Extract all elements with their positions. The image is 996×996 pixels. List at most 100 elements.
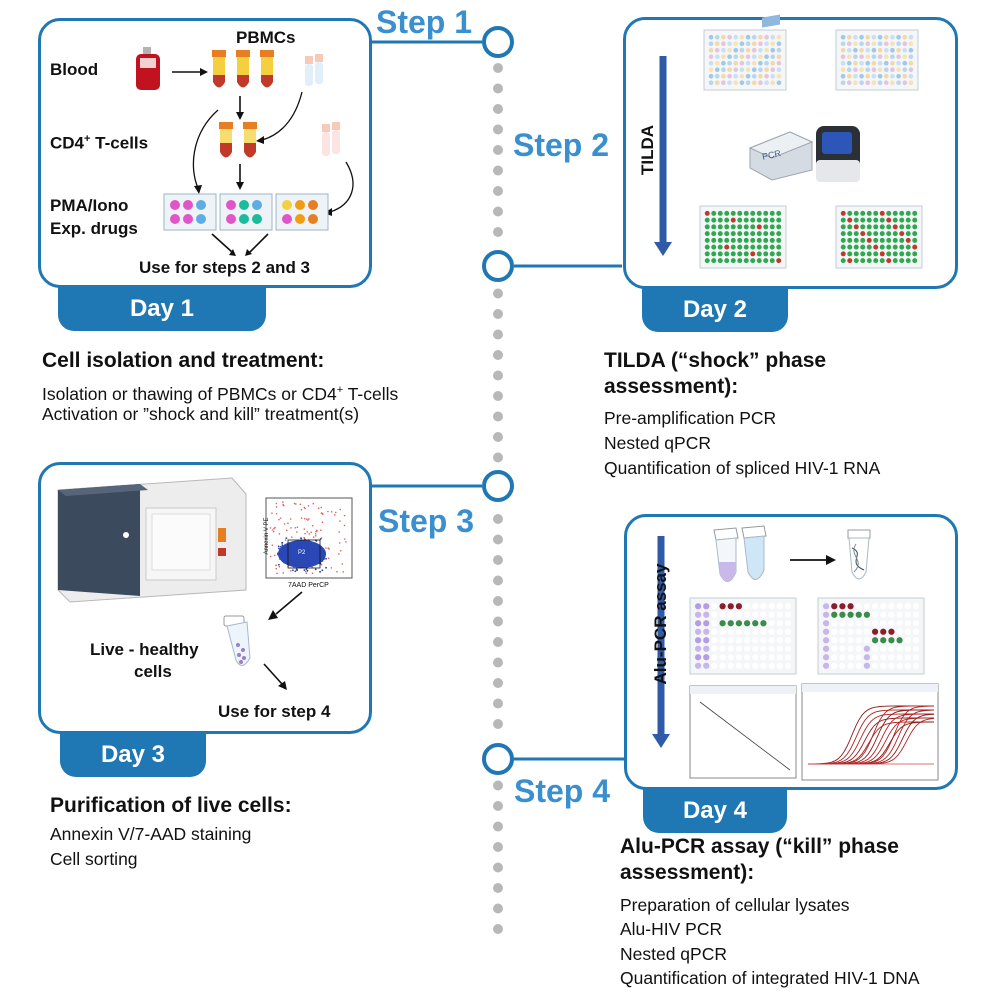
timeline-dot (493, 637, 503, 647)
timeline-dot (493, 288, 503, 299)
day1-title: Cell isolation and treatment: (42, 349, 325, 372)
timeline-dot (493, 391, 503, 401)
timeline-dot (493, 350, 503, 360)
plate-pastel-1 (703, 29, 787, 91)
day3-title: Purification of live cells: (50, 794, 292, 817)
step4-label: Step 4 (514, 773, 611, 809)
day4-line1: Preparation of cellular lysates (620, 895, 850, 915)
qpcr-machine-icon (816, 126, 860, 182)
plate-green-2 (835, 205, 923, 269)
day4-line3: Nested qPCR (620, 944, 727, 964)
alu-vertical-label: Alu-PCR assay (651, 563, 670, 685)
timeline-node-step2 (482, 250, 514, 282)
timeline-dot (493, 165, 503, 176)
timeline-dot (493, 780, 503, 791)
day1-blood-label: Blood (50, 60, 99, 79)
timeline-dot (493, 596, 503, 606)
step1-label: Step 1 (376, 4, 473, 40)
amplification-plot (801, 683, 939, 781)
timeline-dot (493, 862, 503, 873)
plate-icon-pink (163, 193, 217, 231)
plate-icon-orange (275, 193, 329, 231)
timeline-dot (493, 801, 503, 811)
day4-line4: Quantification of integrated HIV-1 DNA (620, 968, 920, 988)
cryovial-icon-2 (322, 122, 340, 156)
timeline-dot (493, 145, 503, 155)
timeline-dot (493, 329, 503, 340)
timeline-dot (493, 719, 503, 729)
step2-label: Step 2 (513, 127, 610, 163)
timeline-dot (493, 903, 503, 914)
timeline-dot (493, 206, 503, 217)
timeline-dot (493, 821, 503, 832)
timeline-dot (493, 104, 503, 114)
timeline-dot (493, 842, 503, 852)
lysate-tubes-icon (713, 525, 767, 582)
day1-exp-label: Exp. drugs (50, 219, 138, 238)
timeline-dot (493, 514, 503, 524)
plate-alu-2 (817, 597, 925, 675)
step3-label: Step 3 (378, 503, 475, 539)
day3-tab: Day 3 (60, 733, 206, 777)
day1-cd4-label: CD4+ T-cells (50, 133, 149, 153)
day1-line2: Activation or ”shock and kill” treatment… (42, 404, 360, 424)
plate-alu-1 (689, 597, 797, 675)
timeline-node-step1 (482, 26, 514, 58)
day2-line2: Nested qPCR (604, 433, 711, 453)
timeline-dot (493, 227, 503, 237)
timeline-dot (493, 370, 503, 381)
blood-bag-icon (136, 47, 160, 90)
day4-tab: Day 4 (643, 789, 787, 833)
timeline-dot (493, 83, 503, 94)
day1-pbmcs-label: PBMCs (236, 28, 296, 47)
plate-green-1 (699, 205, 787, 269)
sorted-tube-icon (223, 615, 251, 666)
timeline-dot (493, 186, 503, 196)
day2-line1: Pre-amplification PCR (604, 408, 777, 428)
timeline-dot (493, 883, 503, 893)
day2-plates (699, 29, 923, 269)
day4-title-line1: Alu-PCR assay (“kill” phase (620, 835, 899, 858)
flow-gate-label: P2 (298, 550, 306, 556)
timeline-dot (493, 452, 503, 463)
timeline-dot (493, 63, 503, 73)
timeline-dot (493, 678, 503, 688)
timeline-dot (493, 698, 503, 709)
timeline-dot (493, 124, 503, 135)
day4-title-line2: assessment): (620, 861, 755, 884)
day3-use-label: Use for step 4 (218, 702, 331, 721)
timeline-dot (493, 575, 503, 586)
flow-cytometry-plot (265, 497, 353, 579)
day3-live-label-2: cells (134, 662, 172, 681)
day1-pma-label: PMA/Iono (50, 196, 129, 215)
day1-use-label: Use for steps 2 and 3 (139, 258, 311, 277)
timeline-node-step4 (482, 743, 514, 775)
day4-line2: Alu-HIV PCR (620, 919, 723, 939)
timeline-dot (493, 432, 503, 442)
timeline-dot (493, 309, 503, 319)
pcr-machine-icon (748, 14, 814, 181)
dna-tube-icon (847, 529, 871, 580)
cd4-tubes-icon (219, 122, 257, 158)
day2-line3: Quantification of spliced HIV-1 RNA (604, 458, 881, 478)
day2-tab: Day 2 (642, 288, 788, 332)
timeline-dot (493, 924, 503, 934)
day3-live-label-1: Live - healthy (90, 640, 199, 659)
timeline-dot (493, 555, 503, 565)
standard-curve-plot (689, 685, 797, 779)
plate-pastel-2 (835, 29, 919, 91)
day2-title-line2: assessment): (604, 375, 739, 398)
day2-title-line1: TILDA (“shock” phase (604, 349, 827, 372)
flow-axis-x: 7AAD PerCP (288, 582, 329, 589)
timeline-dots (493, 63, 503, 934)
timeline-dot (493, 657, 503, 668)
cryovial-icon (305, 54, 323, 86)
cell-sorter-icon (57, 477, 247, 603)
day4-plates (689, 597, 925, 675)
timeline-node-step3 (482, 470, 514, 502)
day3-line1: Annexin V/7-AAD staining (50, 824, 252, 844)
